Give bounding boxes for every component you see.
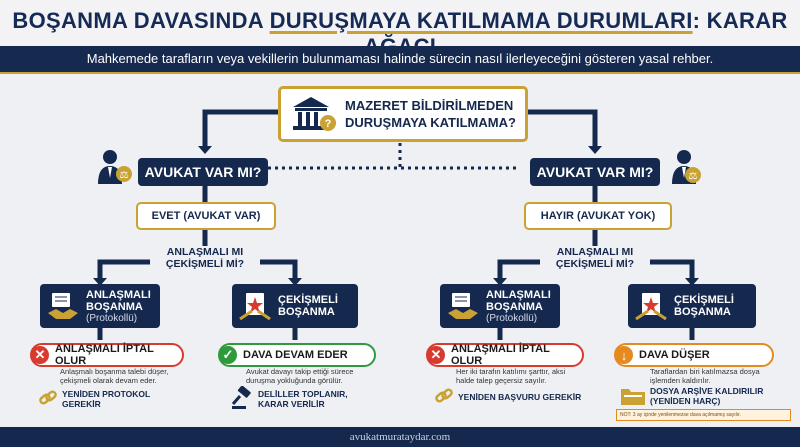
right-answer: HAYIR (AVUKAT YOK) xyxy=(524,202,672,230)
arrow-down-icon: ↓ xyxy=(615,346,633,364)
courthouse-icon: ? xyxy=(293,97,336,131)
svg-text:⚖: ⚖ xyxy=(689,171,698,182)
folder-icon xyxy=(621,389,645,405)
conflict-document-icon xyxy=(239,293,271,321)
svg-text:?: ? xyxy=(325,118,332,130)
handshake-icon xyxy=(448,293,478,319)
divider xyxy=(0,72,800,74)
left-agreed-result: ✕ ANLAŞMALI İPTAL OLUR xyxy=(30,343,184,367)
right-contested-result: ↓ DAVA DÜŞER xyxy=(614,343,774,367)
root-line2: DURUŞMAYA KATILMAMA? xyxy=(345,115,516,130)
handshake-icon xyxy=(48,293,78,319)
check-icon: ✓ xyxy=(219,346,237,364)
conflict-document-icon xyxy=(635,293,667,321)
link-icon xyxy=(435,388,453,403)
right-contested-desc: Taraflardan biri katılmazsa dosya işlemd… xyxy=(650,367,760,385)
subtitle: Mahkemede tarafların veya vekillerin bul… xyxy=(0,46,800,72)
left-contested-result: ✓ DAVA DEVAM EDER xyxy=(218,343,376,367)
right-agreed-result: ✕ ANLAŞMALI İPTAL OLUR xyxy=(426,343,584,367)
left-contested-note: DELİLLER TOPLANIR, KARAR VERİLİR xyxy=(258,389,348,409)
right-agreed-desc: Her iki tarafın katılımı şarttır, aksi h… xyxy=(456,367,566,385)
cross-icon: ✕ xyxy=(427,346,445,364)
right-question: AVUKAT VAR MI? xyxy=(530,158,660,186)
right-agreed-note: YENİDEN BAŞVURU GEREKİR xyxy=(458,392,582,402)
left-agreed-note: YENİDEN PROTOKOL GEREKİR xyxy=(62,389,151,409)
page-title: BOŞANMA DAVASINDA DURUŞMAYA KATILMAMA DU… xyxy=(12,8,788,59)
svg-text:⚖: ⚖ xyxy=(120,170,129,181)
left-agreed-desc: Anlaşmalı boşanma talebi düşer, çekişmel… xyxy=(60,367,169,385)
left-contested-desc: Avukat davayı takip ettiği sürece duruşm… xyxy=(246,367,354,385)
footer: avukatmurataydar.com xyxy=(0,427,800,447)
gavel-icon xyxy=(231,386,251,409)
left-answer: EVET (AVUKAT VAR) xyxy=(136,202,276,230)
cross-icon: ✕ xyxy=(31,346,49,364)
link-icon xyxy=(39,390,57,405)
right-contested-note: DOSYA ARŞİVE KALDIRILIR (YENİDEN HARÇ) xyxy=(650,386,764,406)
title-bar: BOŞANMA DAVASINDA DURUŞMAYA KATILMAMA DU… xyxy=(0,0,800,59)
root-line1: MAZERET BİLDİRİLMEDEN xyxy=(345,98,514,113)
right-footnote: NOT: 3 ay içinde yenilenmezse dava açılm… xyxy=(616,409,791,421)
lawyer-icon-right: ⚖ xyxy=(672,150,701,184)
lawyer-icon-left: ⚖ xyxy=(98,150,132,184)
root-question-box: ? MAZERET BİLDİRİLMEDEN DURUŞMAYA KATILM… xyxy=(278,86,528,142)
left-question: AVUKAT VAR MI? xyxy=(138,158,268,186)
